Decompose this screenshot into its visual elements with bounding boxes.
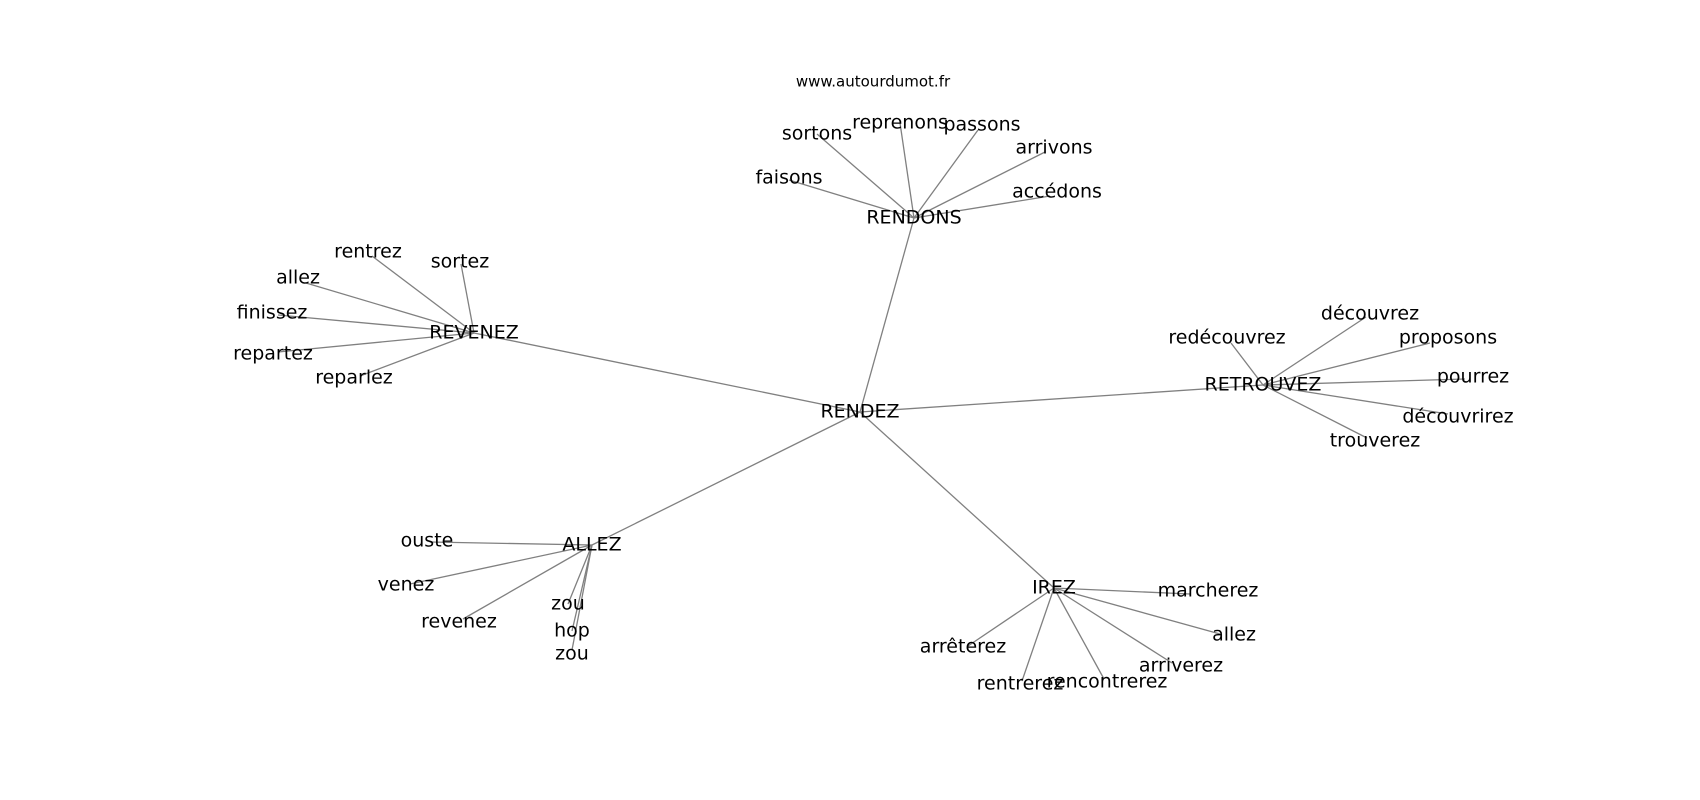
watermark-text: www.autourdumot.fr xyxy=(796,73,951,91)
edge-irez-to-neighbor-3 xyxy=(1053,587,1173,664)
edge-revenez-to-neighbor-4 xyxy=(277,332,475,353)
neighbor-node-label: rentrerez xyxy=(977,673,1064,695)
edge-retrouvez-to-neighbor-1 xyxy=(1262,316,1367,386)
neighbor-node-label: zou xyxy=(551,593,585,615)
neighbor-node-label: rencontrerez xyxy=(1047,671,1168,693)
neighbor-node-label: arrêterez xyxy=(920,636,1006,658)
neighbor-node-label: reprenons xyxy=(852,112,948,134)
edge-rendons-to-neighbor-2 xyxy=(913,129,979,219)
edge-rendons-to-neighbor-0 xyxy=(816,133,915,219)
edge-center-to-retrouvez xyxy=(859,384,1264,413)
neighbor-node-label: zou xyxy=(555,643,589,665)
hub-node-label: IREZ xyxy=(1032,577,1076,599)
neighbor-node-label: rentrez xyxy=(334,241,402,263)
neighbor-node-label: redécouvrez xyxy=(1168,327,1285,349)
edge-center-to-allez xyxy=(591,411,861,546)
edge-revenez-to-neighbor-5 xyxy=(359,332,475,377)
edge-allez-to-neighbor-0 xyxy=(429,541,593,546)
neighbor-node-label: repartez xyxy=(233,343,313,365)
edge-irez-to-neighbor-2 xyxy=(967,587,1055,647)
neighbor-node-label: arrivons xyxy=(1015,137,1092,159)
neighbor-node-label: passons xyxy=(943,114,1020,136)
edge-rendons-to-neighbor-3 xyxy=(913,151,1046,219)
edge-retrouvez-to-neighbor-3 xyxy=(1262,378,1466,386)
edge-revenez-to-neighbor-3 xyxy=(277,314,475,334)
neighbor-node-label: sortez xyxy=(431,251,489,273)
edge-rendons-to-neighbor-4 xyxy=(788,179,915,219)
edge-irez-to-neighbor-1 xyxy=(1053,587,1221,635)
neighbor-node-label: marcherez xyxy=(1158,580,1259,602)
neighbor-node-label: ouste xyxy=(401,530,454,552)
neighbor-node-label: sortons xyxy=(782,123,852,145)
edge-revenez-to-neighbor-0 xyxy=(371,255,475,334)
edge-retrouvez-to-neighbor-0 xyxy=(1230,342,1264,386)
edge-allez-to-neighbor-3 xyxy=(567,544,593,605)
edge-irez-to-neighbor-5 xyxy=(1053,587,1105,680)
edge-retrouvez-to-neighbor-4 xyxy=(1262,384,1449,415)
neighbor-node-label: découvrez xyxy=(1321,303,1419,325)
neighbor-node-label: proposons xyxy=(1399,327,1497,349)
neighbor-node-label: allez xyxy=(1212,624,1256,646)
hub-node-label: RENDONS xyxy=(866,207,961,229)
edge-allez-to-neighbor-2 xyxy=(462,544,593,620)
edge-irez-to-neighbor-0 xyxy=(1053,587,1191,595)
hub-node-label: ALLEZ xyxy=(562,534,621,556)
hub-node-label: RETROUVEZ xyxy=(1205,374,1322,396)
neighbor-node-label: allez xyxy=(276,267,320,289)
neighbor-node-label: reparlez xyxy=(315,367,393,389)
edge-allez-to-neighbor-1 xyxy=(409,544,593,585)
center-node-label: RENDEZ xyxy=(820,401,899,423)
edge-revenez-to-neighbor-1 xyxy=(460,263,475,334)
edge-center-to-irez xyxy=(859,411,1055,589)
edge-allez-to-neighbor-5 xyxy=(571,544,593,651)
edge-retrouvez-to-neighbor-5 xyxy=(1262,384,1368,439)
neighbor-node-label: pourrez xyxy=(1437,366,1509,388)
edge-center-to-rendons xyxy=(859,217,915,413)
edge-rendons-to-neighbor-1 xyxy=(899,122,915,219)
edge-retrouvez-to-neighbor-2 xyxy=(1262,342,1431,386)
neighbor-node-label: arriverez xyxy=(1139,655,1223,677)
neighbor-node-label: faisons xyxy=(755,167,822,189)
edge-center-to-revenez xyxy=(473,332,861,413)
neighbor-node-label: trouverez xyxy=(1330,430,1421,452)
graph-edges xyxy=(277,122,1466,682)
neighbor-node-label: hop xyxy=(554,620,590,642)
edge-irez-to-neighbor-4 xyxy=(1021,587,1055,682)
neighbor-node-label: accédons xyxy=(1012,181,1102,203)
neighbor-node-label: revenez xyxy=(421,611,497,633)
hub-node-label: REVENEZ xyxy=(429,322,518,344)
edge-rendons-to-neighbor-5 xyxy=(913,195,1051,219)
neighbor-node-label: découvrirez xyxy=(1402,406,1513,428)
neighbor-node-label: venez xyxy=(378,574,435,596)
neighbor-node-label: finissez xyxy=(237,302,308,324)
edge-revenez-to-neighbor-2 xyxy=(305,282,475,334)
